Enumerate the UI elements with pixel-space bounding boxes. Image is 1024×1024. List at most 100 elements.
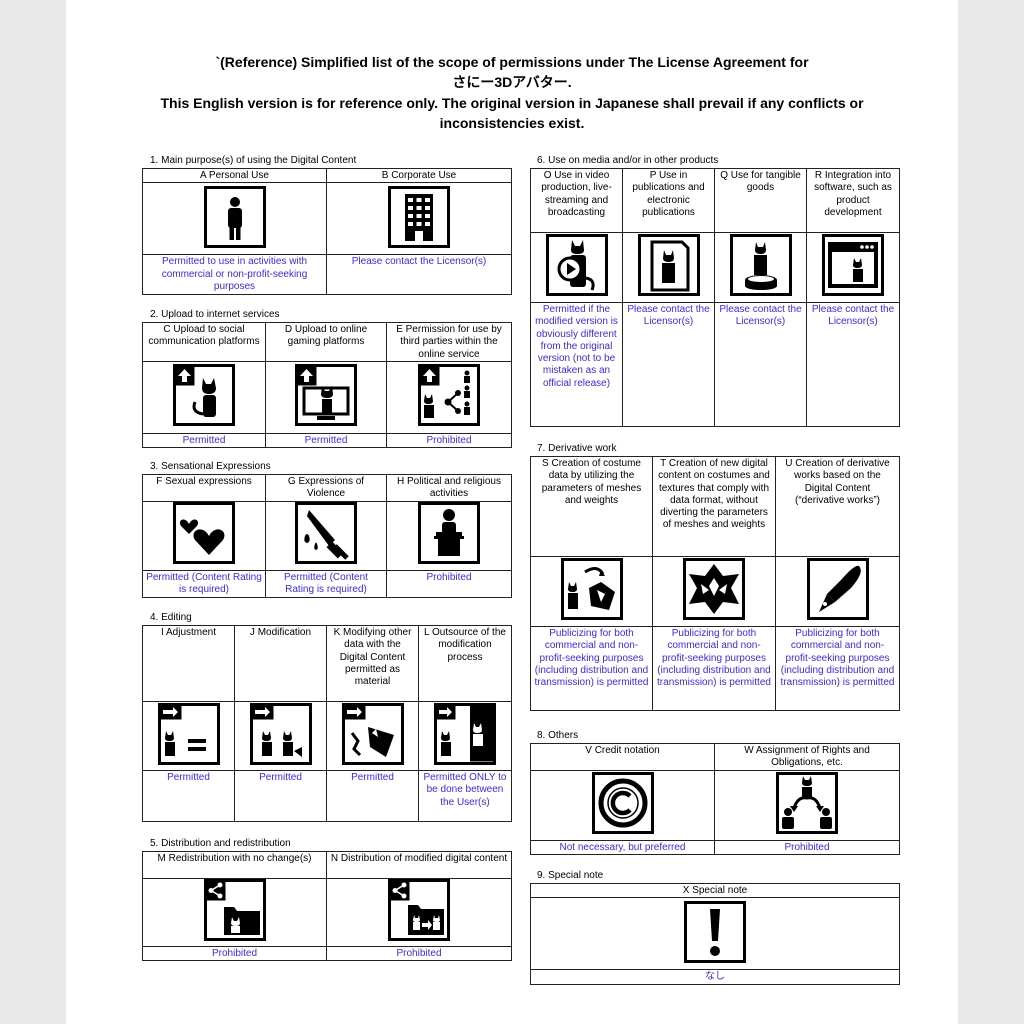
item-h-icon-cell (386, 500, 512, 571)
exclamation-icon (684, 900, 746, 963)
item-w-permission: Prohibited (714, 839, 900, 856)
item-n-icon-cell (326, 878, 512, 947)
section-6-table: O Use in video production, live-streamin… (530, 168, 900, 427)
item-t-permission: Publicizing for both commercial and non-… (652, 626, 776, 711)
item-x-icon-cell (530, 897, 900, 971)
outsource-icon (434, 702, 496, 765)
item-s-permission: Publicizing for both commercial and non-… (530, 626, 653, 711)
item-f-label: F Sexual expressions (142, 474, 266, 502)
item-b-icon-cell (326, 182, 512, 256)
item-l-icon-cell (418, 701, 512, 771)
transfer-icon (776, 772, 838, 835)
item-j-icon-cell (234, 701, 327, 771)
share-users-icon (418, 364, 480, 427)
item-d-icon-cell (265, 360, 387, 434)
item-m-permission: Prohibited (142, 945, 327, 962)
item-k-permission: Permitted (326, 770, 419, 822)
copyright-icon (591, 772, 654, 835)
item-o-permission: Permitted if the modified version is obv… (530, 302, 623, 427)
item-a-label: A Personal Use (142, 167, 327, 184)
item-u-icon-cell (775, 556, 900, 627)
software-icon (822, 234, 884, 297)
item-f-permission: Permitted (Content Rating is required) (142, 569, 266, 598)
item-r-permission: Please contact the Licensor(s) (806, 302, 900, 427)
publication-icon (637, 234, 700, 297)
section-3-title: 3. Sensational Expressions (150, 461, 271, 472)
material-icon (341, 702, 404, 765)
item-e-label: E Permission for use by third parties wi… (386, 322, 512, 362)
texture-icon (683, 558, 745, 621)
item-m-icon-cell (142, 878, 327, 947)
item-a-permission: Permitted to use in activities with comm… (142, 254, 327, 296)
share-folder-icon (203, 879, 266, 942)
item-l-permission: Permitted ONLY to be done between the Us… (418, 770, 512, 822)
upload-avatar-icon (173, 364, 235, 427)
item-w-label: W Assignment of Rights and Obligations, … (714, 743, 900, 771)
item-w-icon-cell (714, 770, 900, 841)
item-r-label: R Integration into software, such as pro… (806, 168, 900, 233)
item-n-label: N Distribution of modified digital conte… (326, 851, 512, 879)
costume-icon (560, 558, 623, 621)
hearts-icon (173, 502, 235, 565)
section-7-title: 7. Derivative work (537, 443, 617, 454)
section-4-title: 4. Editing (150, 612, 192, 623)
item-g-permission: Permitted (Content Rating is required) (265, 569, 387, 598)
item-v-icon-cell (530, 770, 715, 841)
section-5-title: 5. Distribution and redistribution (150, 838, 291, 849)
item-i-icon-cell (142, 701, 235, 771)
item-k-icon-cell (326, 701, 419, 771)
header-product-name: さにー3Dアバター. (452, 74, 572, 90)
adjust-icon (157, 702, 220, 765)
item-i-label: I Adjustment (142, 625, 235, 702)
item-e-icon-cell (386, 360, 512, 434)
item-b-permission: Please contact the Licensor(s) (326, 254, 512, 296)
pen-icon (806, 558, 869, 621)
item-a-icon-cell (142, 182, 327, 256)
item-q-label: Q Use for tangible goods (714, 168, 807, 233)
section-9-title: 9. Special note (537, 870, 604, 881)
item-j-permission: Permitted (234, 770, 327, 822)
section-1-title: 1. Main purpose(s) of using the Digital … (150, 155, 357, 166)
item-o-icon-cell (530, 232, 623, 303)
document-page: `(Reference) Simplified list of the scop… (66, 0, 958, 1024)
item-q-icon-cell (714, 232, 807, 303)
item-b-label: B Corporate Use (326, 167, 512, 184)
section-1-table: A Personal Use B Corporate Use Permitted… (142, 167, 512, 296)
item-k-label: K Modifying other data with the Digital … (326, 625, 419, 702)
item-s-label: S Creation of costume data by utilizing … (530, 456, 653, 557)
item-l-label: L Outsource of the modification process (418, 625, 512, 702)
section-8-table: V Credit notation W Assignment of Rights… (530, 743, 900, 856)
upload-monitor-icon (295, 364, 357, 427)
item-x-label: X Special note (530, 882, 900, 899)
item-r-icon-cell (806, 232, 900, 303)
item-c-icon-cell (142, 360, 266, 434)
item-h-permission: Prohibited (386, 569, 512, 598)
item-m-label: M Redistribution with no change(s) (142, 851, 327, 879)
item-t-label: T Creation of new digital content on cos… (652, 456, 776, 557)
video-icon (545, 234, 608, 297)
item-p-label: P Use in publications and electronic pub… (622, 168, 715, 233)
item-h-label: H Political and religious activities (386, 474, 512, 502)
header-line-4: inconsistencies exist. (439, 115, 585, 131)
section-4-table: I Adjustment J Modification K Modifying … (142, 625, 512, 822)
item-d-label: D Upload to online gaming platforms (265, 322, 387, 362)
item-d-permission: Permitted (265, 432, 387, 449)
item-u-label: U Creation of derivative works based on … (775, 456, 900, 557)
item-g-label: G Expressions of Violence (265, 474, 387, 502)
header-line-3: This English version is for reference on… (160, 95, 864, 111)
item-v-permission: Not necessary, but preferred (530, 839, 715, 856)
share-modified-icon (388, 879, 450, 942)
knife-icon (295, 502, 357, 565)
item-s-icon-cell (530, 556, 653, 627)
item-t-icon-cell (652, 556, 776, 627)
building-icon (388, 185, 450, 248)
podium-icon (418, 502, 480, 565)
section-3-table: F Sexual expressions G Expressions of Vi… (142, 474, 512, 598)
item-q-permission: Please contact the Licensor(s) (714, 302, 807, 427)
section-8-title: 8. Others (537, 730, 579, 741)
header-line-1: `(Reference) Simplified list of the scop… (215, 54, 809, 70)
item-p-icon-cell (622, 232, 715, 303)
item-v-label: V Credit notation (530, 743, 715, 771)
item-u-permission: Publicizing for both commercial and non-… (775, 626, 900, 711)
section-2-table: C Upload to social communication platfor… (142, 322, 512, 449)
